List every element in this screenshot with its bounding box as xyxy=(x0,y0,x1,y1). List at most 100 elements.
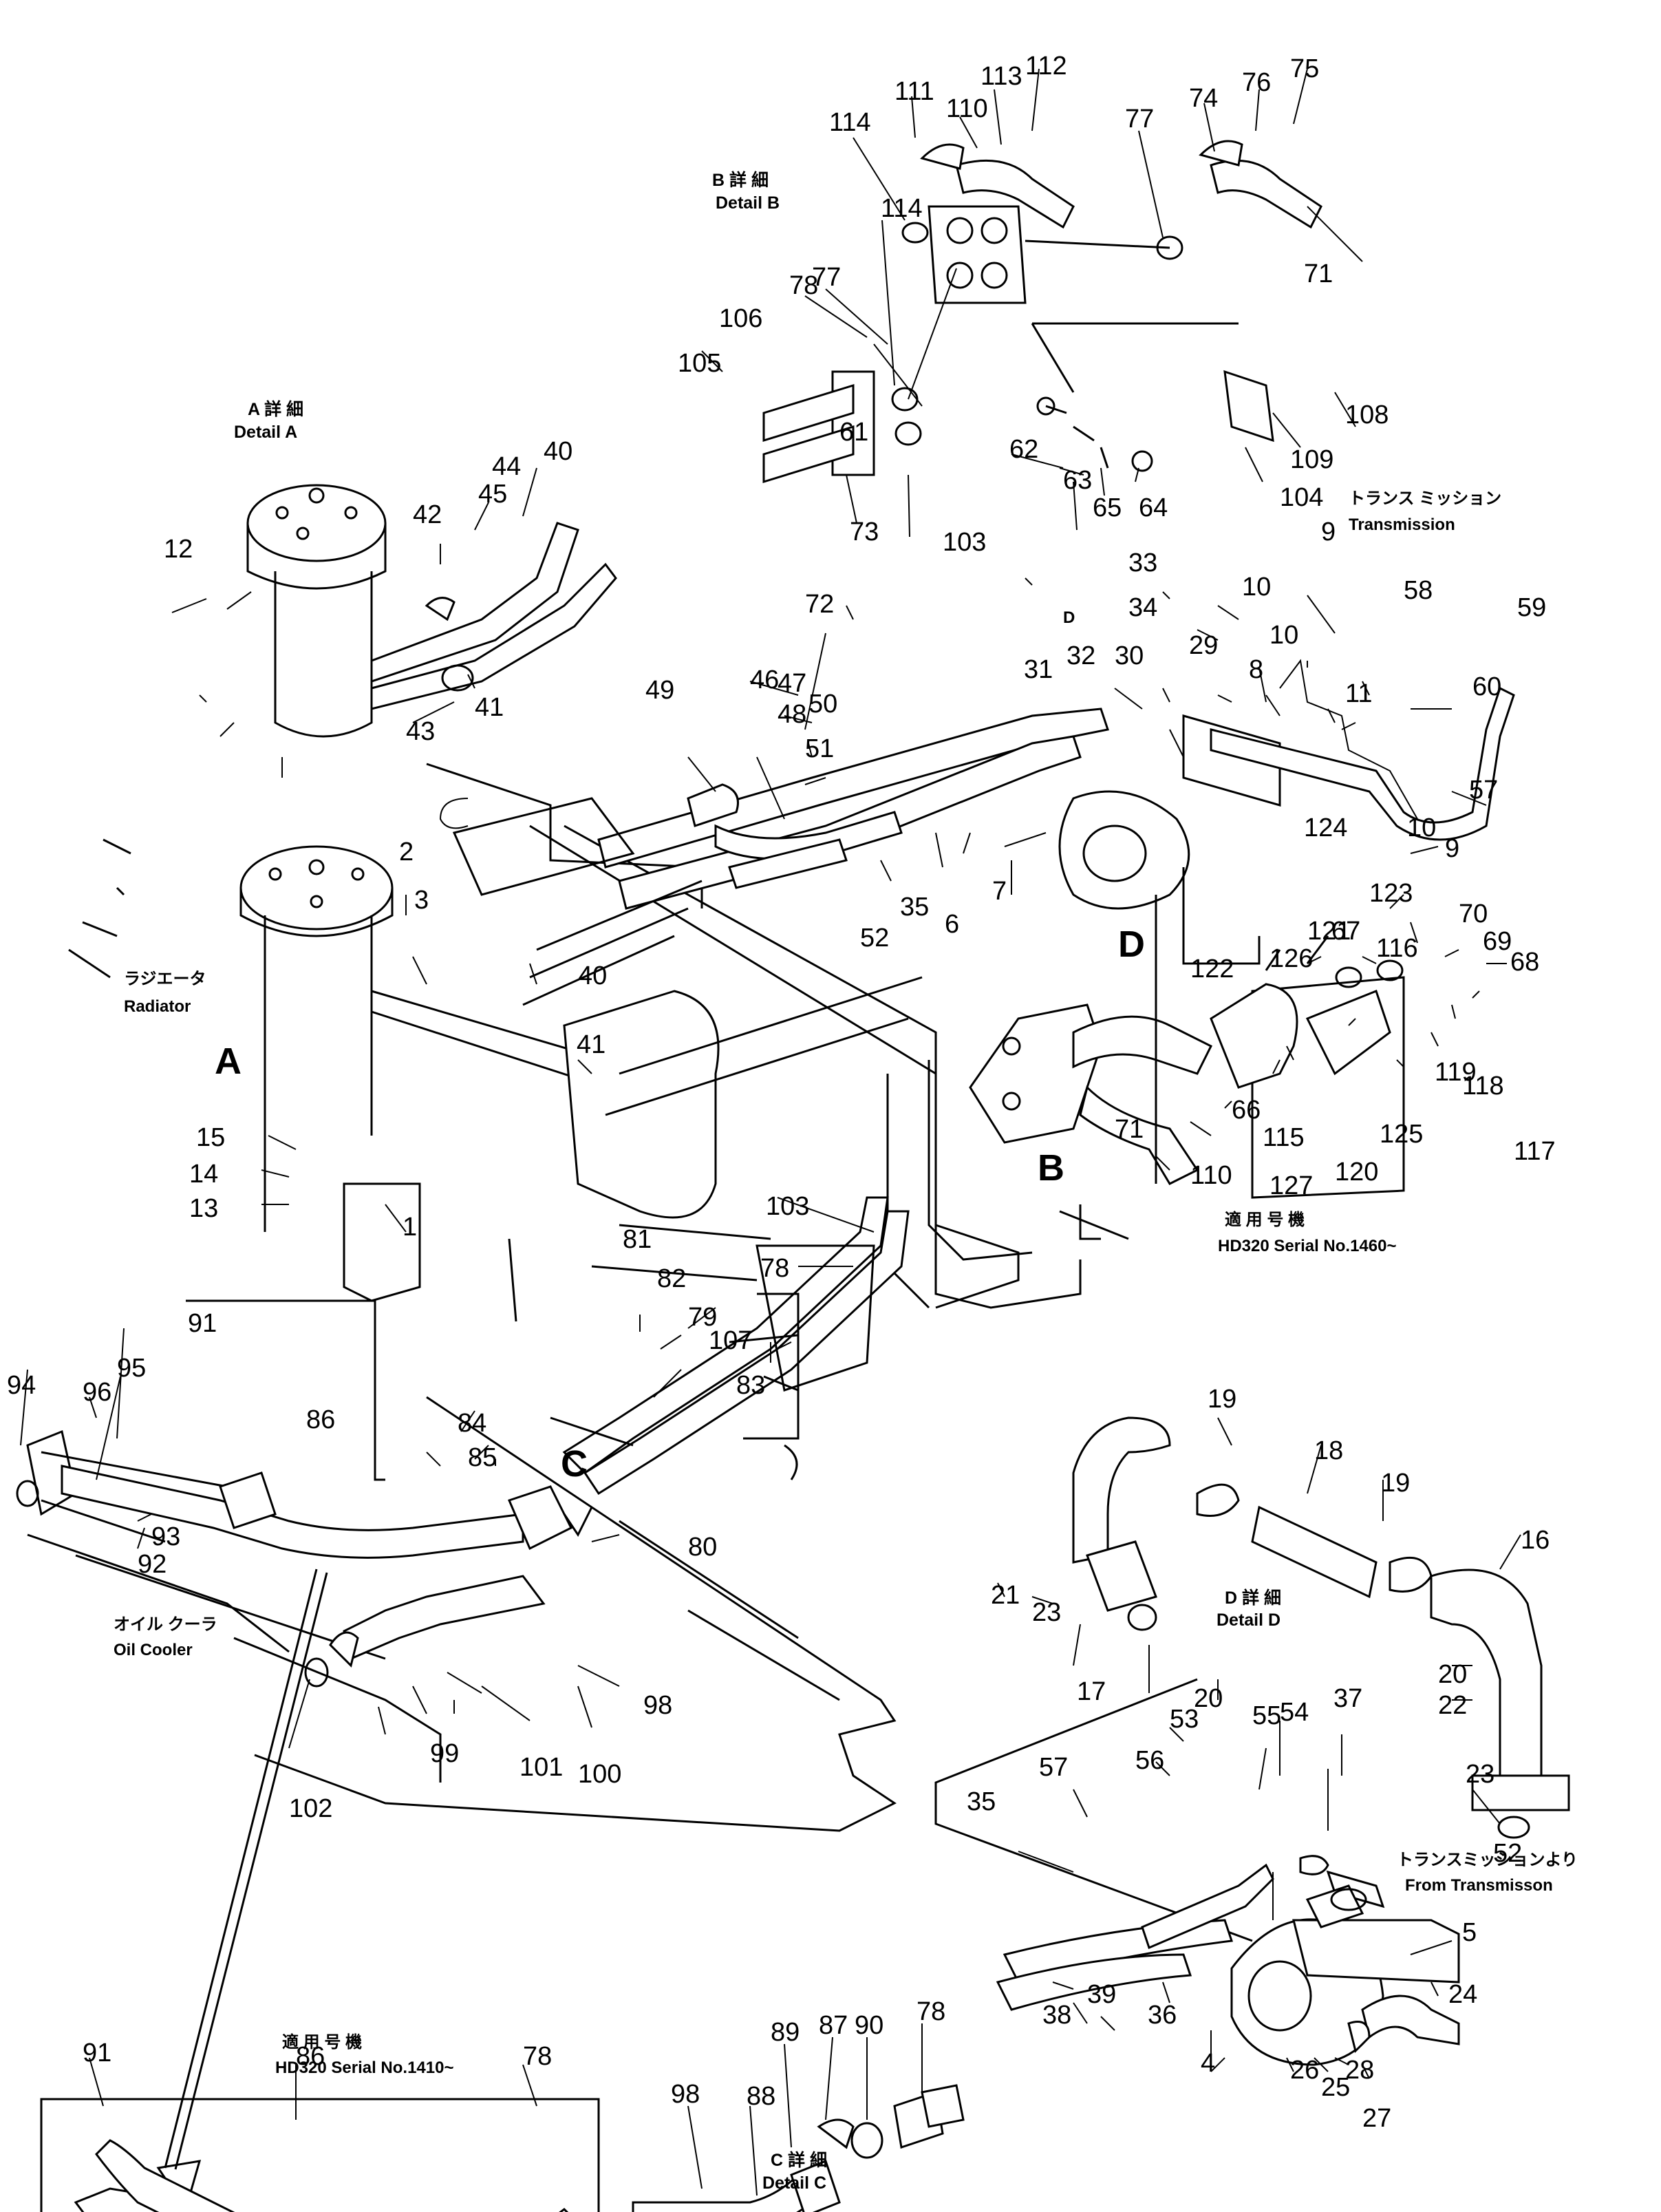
part-number-label: 73 xyxy=(850,518,879,546)
part-number-label: 10 xyxy=(1242,573,1271,602)
part-number-label: 6 xyxy=(945,910,959,939)
part-number-label: 56 xyxy=(1135,1746,1164,1775)
part-number-label: 52 xyxy=(1493,1839,1522,1868)
part-number-label: 45 xyxy=(478,480,507,509)
part-number-label: 31 xyxy=(1024,655,1053,684)
part-number-label: 26 xyxy=(1290,2056,1319,2085)
part-number-label: 39 xyxy=(1087,1980,1116,2009)
part-number-label: 59 xyxy=(1517,593,1546,622)
part-number-label: 90 xyxy=(855,2011,883,2040)
part-number-label: 25 xyxy=(1321,2073,1350,2102)
inset-serial-1410 xyxy=(40,2098,600,2212)
part-number-label: 78 xyxy=(917,1997,945,2026)
part-number-label: 27 xyxy=(1362,2104,1391,2133)
part-number-label: 67 xyxy=(1331,917,1360,946)
part-number-label: 120 xyxy=(1335,1158,1378,1187)
part-number-label: 23 xyxy=(1466,1760,1494,1789)
part-number-label: 103 xyxy=(766,1192,809,1221)
part-number-label: 43 xyxy=(406,717,435,746)
part-number-label: 114 xyxy=(829,108,871,137)
part-number-label: 110 xyxy=(946,94,988,123)
part-number-label: 104 xyxy=(1280,483,1323,512)
part-number-label: 22 xyxy=(1438,1691,1467,1720)
part-number-label: 86 xyxy=(296,2042,325,2071)
part-number-label: 9 xyxy=(1321,518,1336,546)
view-marker-d: D xyxy=(1118,924,1145,965)
part-number-label: 32 xyxy=(1067,641,1095,670)
part-number-label: 109 xyxy=(1290,445,1333,474)
part-number-label: 23 xyxy=(1032,1598,1061,1627)
part-number-label: 33 xyxy=(1128,549,1157,577)
part-number-label: 95 xyxy=(117,1354,146,1383)
part-number-label: 37 xyxy=(1333,1684,1362,1713)
serial-1410-label-jp: 適 用 号 機 xyxy=(282,2032,362,2052)
detail-c-title-en: Detail C xyxy=(762,2173,826,2193)
part-number-label: 44 xyxy=(492,452,521,481)
serial-1460-label-jp: 適 用 号 機 xyxy=(1225,1210,1305,1229)
transmission-label-jp: トランス ミッション xyxy=(1349,489,1501,508)
detail-b-title-en: Detail B xyxy=(716,193,780,213)
part-number-label: 58 xyxy=(1404,576,1433,605)
part-number-label: 78 xyxy=(523,2042,552,2071)
part-number-label: 68 xyxy=(1510,948,1539,977)
part-number-label: 80 xyxy=(688,1533,717,1562)
part-number-label: 127 xyxy=(1269,1171,1313,1200)
part-number-label: 71 xyxy=(1304,259,1333,288)
part-number-label: 7 xyxy=(992,877,1007,906)
part-number-label: 42 xyxy=(413,500,442,529)
detail-c-title-jp: C 詳 細 xyxy=(771,2150,827,2170)
part-number-label: 91 xyxy=(188,1309,217,1338)
part-number-label: 101 xyxy=(519,1753,563,1782)
view-marker-b: B xyxy=(1038,1147,1064,1189)
part-number-label: 65 xyxy=(1093,493,1122,522)
part-number-label: 110 xyxy=(1190,1161,1232,1190)
part-number-label: 4 xyxy=(1201,2049,1215,2078)
part-number-label: 81 xyxy=(623,1225,652,1254)
part-number-label: 19 xyxy=(1381,1469,1410,1498)
part-number-label: 105 xyxy=(678,349,721,378)
part-number-label: 15 xyxy=(196,1123,225,1152)
part-number-label: 123 xyxy=(1369,879,1413,908)
part-number-label: 61 xyxy=(839,418,868,447)
part-number-label: 76 xyxy=(1242,68,1271,97)
part-number-label: 113 xyxy=(980,62,1022,91)
detail-a-title-en: Detail A xyxy=(234,423,297,442)
part-number-label: 16 xyxy=(1521,1526,1550,1555)
part-number-label: 83 xyxy=(736,1371,765,1400)
part-number-label: 122 xyxy=(1190,955,1234,983)
part-number-label: 117 xyxy=(1514,1137,1556,1166)
from-transmission-label-jp: トランスミッションより xyxy=(1397,1851,1578,1869)
part-number-label: 54 xyxy=(1280,1698,1309,1727)
part-number-label: 49 xyxy=(645,676,674,705)
part-number-label: 10 xyxy=(1269,621,1298,650)
part-number-label: 24 xyxy=(1448,1980,1477,2009)
part-number-label: 126 xyxy=(1269,944,1313,973)
part-number-label: 78 xyxy=(789,271,818,300)
part-number-label: 85 xyxy=(468,1443,497,1472)
part-number-label: 112 xyxy=(1025,52,1067,81)
part-number-label: 92 xyxy=(138,1550,167,1579)
radiator-label-jp: ラジエータ xyxy=(124,970,206,988)
part-number-label: 74 xyxy=(1189,84,1218,113)
part-number-label: 75 xyxy=(1290,54,1319,83)
part-number-label: 79 xyxy=(688,1303,717,1332)
part-number-label: 89 xyxy=(771,2018,800,2047)
part-number-label: 41 xyxy=(577,1030,606,1059)
part-number-label: 9 xyxy=(1445,834,1459,863)
detail-a-drawing xyxy=(246,484,617,738)
part-number-label: 19 xyxy=(1208,1385,1236,1414)
part-number-label: 34 xyxy=(1128,593,1157,622)
view-marker-a: A xyxy=(215,1041,242,1082)
part-number-label: 5 xyxy=(1462,1918,1477,1947)
oil-cooler-label-jp: オイル クーラ xyxy=(114,1615,217,1634)
part-number-label: 66 xyxy=(1232,1096,1261,1125)
part-number-label: 77 xyxy=(812,263,841,292)
main-assembly-drawing xyxy=(68,659,1515,1832)
part-number-label: 1 xyxy=(403,1213,417,1242)
part-number-label: 51 xyxy=(805,734,834,763)
part-number-label: 111 xyxy=(894,77,934,106)
part-number-label: 88 xyxy=(747,2082,775,2111)
part-number-label: 98 xyxy=(671,2080,700,2109)
